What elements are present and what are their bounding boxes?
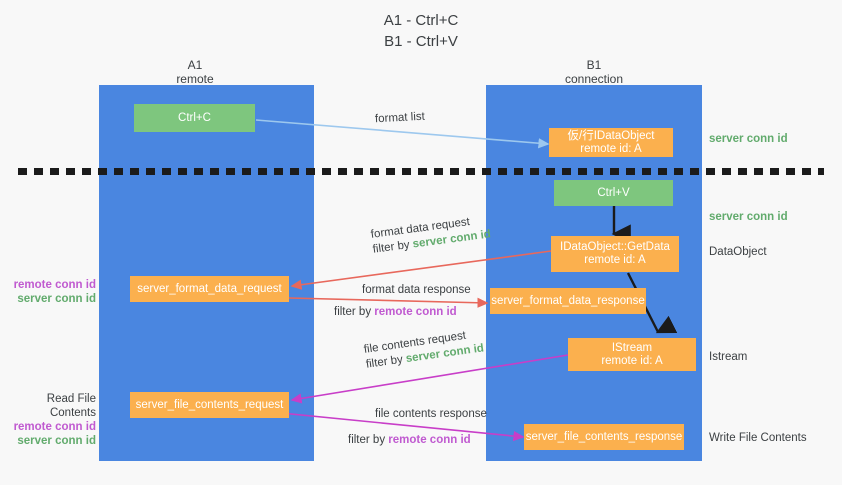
annotation-server-conn-id-mid: server conn id bbox=[709, 211, 788, 223]
node-server-file-contents-response[interactable]: server_file_contents_response bbox=[524, 424, 684, 450]
edge-label-format-data-response-filter-prefix: filter by bbox=[334, 306, 375, 318]
column-header-b1-name: B1 bbox=[586, 58, 602, 72]
column-header-a1-sub: remote bbox=[176, 72, 214, 86]
edge-label-format-data-response-filter: filter by remote conn id bbox=[334, 305, 457, 320]
column-header-a1-name: A1 bbox=[187, 58, 203, 72]
node-server-format-data-response[interactable]: server_format_data_response bbox=[490, 288, 646, 314]
column-header-a1: A1 remote bbox=[130, 58, 260, 86]
annotation-server-conn-id-lower: server conn id bbox=[17, 435, 96, 447]
annotation-remote-conn-id-lower: remote conn id bbox=[13, 421, 96, 433]
edge-label-format-list: format list bbox=[374, 110, 426, 126]
edge-label-file-contents-request: file contents request filter by server c… bbox=[363, 326, 485, 372]
edge-label-format-data-response-filter-value: remote conn id bbox=[374, 306, 457, 318]
annotation-write-file-contents: Write File Contents bbox=[709, 432, 807, 444]
annotation-read-file-contents: Read File Contents bbox=[46, 393, 96, 419]
edge-label-format-data-request-filter-prefix: filter by bbox=[372, 238, 414, 256]
column-header-b1-sub: connection bbox=[564, 72, 624, 86]
node-server-format-data-request[interactable]: server_format_data_request bbox=[130, 276, 289, 302]
annotation-server-conn-id-upper: server conn id bbox=[17, 293, 96, 305]
dashed-divider bbox=[18, 168, 824, 175]
edge-label-file-contents-response-filter-value: remote conn id bbox=[388, 434, 471, 446]
edge-label-file-contents-response-filter: filter by remote conn id bbox=[348, 433, 471, 448]
node-ctrl-v[interactable]: Ctrl+V bbox=[554, 180, 673, 206]
node-istream[interactable]: IStream remote id: A bbox=[568, 338, 696, 371]
page-title: A1 - Ctrl+C B1 - Ctrl+V bbox=[383, 12, 459, 50]
annotation-dataobject: DataObject bbox=[709, 246, 767, 258]
edge-label-file-contents-response-title: file contents response bbox=[375, 408, 487, 420]
node-ctrl-c[interactable]: Ctrl+C bbox=[134, 104, 255, 132]
annotation-istream: Istream bbox=[709, 351, 748, 363]
annotation-server-conn-id-top: server conn id bbox=[709, 133, 788, 145]
edge-label-format-data-response: format data response bbox=[362, 283, 471, 298]
edge-label-file-contents-request-filter-prefix: filter by bbox=[365, 353, 407, 371]
annotation-conn-ids-upper: remote conn id server conn id bbox=[10, 278, 96, 306]
edge-label-format-data-response-title: format data response bbox=[362, 284, 471, 296]
edge-label-file-contents-response: file contents response bbox=[375, 407, 487, 422]
node-idataobject[interactable]: 仮/行IDataObject remote id: A bbox=[549, 128, 673, 157]
edge-label-file-contents-response-filter-prefix: filter by bbox=[348, 434, 389, 446]
annotation-read-file-contents-group: Read File Contents remote conn id server… bbox=[6, 392, 96, 448]
node-idataobject-getdata[interactable]: IDataObject::GetData remote id: A bbox=[551, 236, 679, 272]
node-server-file-contents-request[interactable]: server_file_contents_request bbox=[130, 392, 289, 418]
edge-label-format-data-request: format data request filter by server con… bbox=[370, 212, 492, 257]
annotation-remote-conn-id-upper: remote conn id bbox=[13, 279, 96, 291]
column-header-b1: B1 connection bbox=[529, 58, 659, 86]
